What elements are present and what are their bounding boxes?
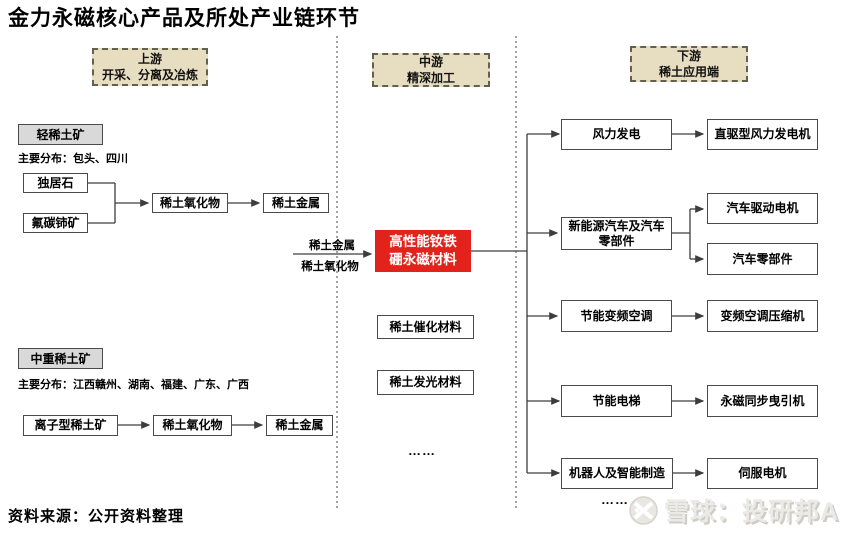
stage-midstream-line1: 中游 xyxy=(418,54,443,69)
light-distribution-note: 主要分布：包头、四川 xyxy=(18,153,128,165)
category-heavy-rare-earth: 中重稀土矿 xyxy=(18,348,103,369)
node-ionic-rare-earth-ore: 离子型稀土矿 xyxy=(23,415,118,436)
watermark: 雪球：投研邦A xyxy=(628,492,839,528)
node-energy-saving-elevator: 节能电梯 xyxy=(561,385,672,417)
stage-header-upstream: 上游 开采、分离及冶炼 xyxy=(92,48,208,86)
node-rare-earth-oxide-light: 稀土氧化物 xyxy=(152,193,228,213)
node-inverter-air-conditioner: 节能变频空调 xyxy=(561,300,672,332)
page-title: 金力永磁核心产品及所处产业链环节 xyxy=(8,5,360,30)
node-rare-earth-oxide-heavy: 稀土氧化物 xyxy=(153,415,232,436)
core-product-line2: 硼永磁材料 xyxy=(389,252,457,267)
node-vehicle-drive-motor: 汽车驱动电机 xyxy=(707,193,818,224)
flow-label-rare-earth-oxide: 稀土氧化物 xyxy=(301,261,359,273)
node-inverter-ac-compressor: 变频空调压缩机 xyxy=(707,300,818,332)
category-light-rare-earth: 轻稀土矿 xyxy=(18,124,103,145)
heavy-distribution-note: 主要分布：江西赣州、湖南、福建、广东、广西 xyxy=(18,379,249,391)
downstream-ellipsis: …… xyxy=(601,492,629,507)
stage-upstream-line1: 上游 xyxy=(137,51,162,66)
core-product-line1: 高性能钕铁 xyxy=(389,233,457,249)
node-servo-motor: 伺服电机 xyxy=(707,458,818,489)
node-monazite: 独居石 xyxy=(23,173,88,193)
node-ndfeb-magnet-core-product: 高性能钕铁 硼永磁材料 xyxy=(375,230,471,272)
node-direct-drive-wind-generator: 直驱型风力发电机 xyxy=(707,119,818,150)
watermark-text: 雪球：投研邦A xyxy=(664,498,840,526)
source-note: 资料来源：公开资料整理 xyxy=(8,507,185,525)
stage-downstream-line1: 下游 xyxy=(676,48,701,63)
flow-label-rare-earth-metal: 稀土金属 xyxy=(309,240,355,252)
node-wind-power: 风力发电 xyxy=(561,119,672,150)
node-bastnaesite: 氟碳铈矿 xyxy=(23,213,88,233)
stage-downstream-line2: 稀土应用端 xyxy=(658,65,719,79)
xueqiu-logo-icon xyxy=(629,495,658,525)
node-new-energy-vehicle: 新能源汽车及汽车零部件 xyxy=(561,217,672,250)
node-vehicle-parts: 汽车零部件 xyxy=(707,243,818,275)
node-rare-earth-luminescent-material: 稀土发光材料 xyxy=(377,370,474,395)
node-rare-earth-metal-heavy: 稀土金属 xyxy=(266,415,333,436)
stage-upstream-line2: 开采、分离及冶炼 xyxy=(101,68,198,82)
stage-header-midstream: 中游 精深加工 xyxy=(372,53,490,87)
stage-midstream-line2: 精深加工 xyxy=(406,71,455,85)
stage-header-downstream: 下游 稀土应用端 xyxy=(630,46,748,82)
node-robotics-smart-manufacturing: 机器人及智能制造 xyxy=(561,458,673,489)
midstream-ellipsis: …… xyxy=(408,443,436,458)
node-pm-synchronous-traction-machine: 永磁同步曳引机 xyxy=(707,385,818,417)
node-rare-earth-catalytic-material: 稀土催化材料 xyxy=(377,315,474,339)
node-rare-earth-metal-light: 稀土金属 xyxy=(263,193,329,213)
